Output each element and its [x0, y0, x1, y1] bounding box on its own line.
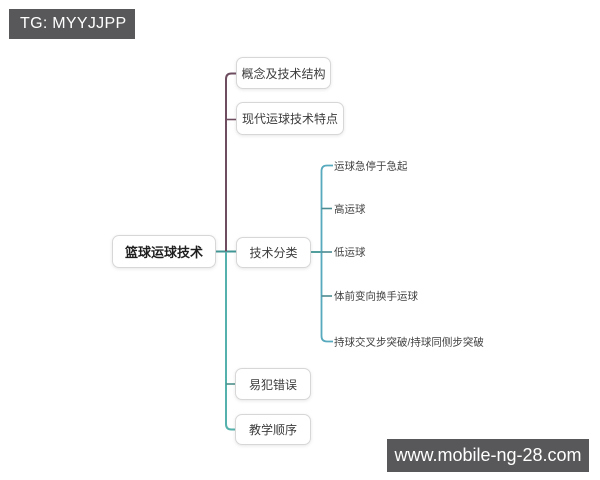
connector-children-spine — [320, 164, 333, 343]
watermark-website-badge: www.mobile-ng-28.com — [387, 439, 589, 472]
connector-root-concept — [225, 72, 236, 252]
root-topic[interactable]: 篮球运球技术 — [112, 235, 216, 268]
topic-concept-structure[interactable]: 概念及技术结构 — [236, 57, 331, 89]
topic-modern-features[interactable]: 现代运球技术特点 — [236, 102, 344, 135]
topic-common-mistakes[interactable]: 易犯错误 — [235, 368, 311, 400]
topic-classification[interactable]: 技术分类 — [236, 237, 311, 268]
subtopic-crossover-dribble[interactable]: 体前变向换手运球 — [334, 290, 418, 303]
subtopic-high-dribble[interactable]: 高运球 — [334, 203, 366, 215]
watermark-telegram-badge: TG: MYYJJPP — [9, 9, 135, 39]
topic-teaching-order[interactable]: 教学顺序 — [235, 414, 311, 445]
subtopic-low-dribble[interactable]: 低运球 — [334, 246, 366, 259]
subtopic-breakthrough-steps[interactable]: 持球交叉步突破/持球同侧步突破 — [334, 336, 484, 348]
connector-root-teaching — [225, 251, 235, 431]
subtopic-stop-and-go-dribble[interactable]: 运球急停于急起 — [334, 160, 408, 172]
